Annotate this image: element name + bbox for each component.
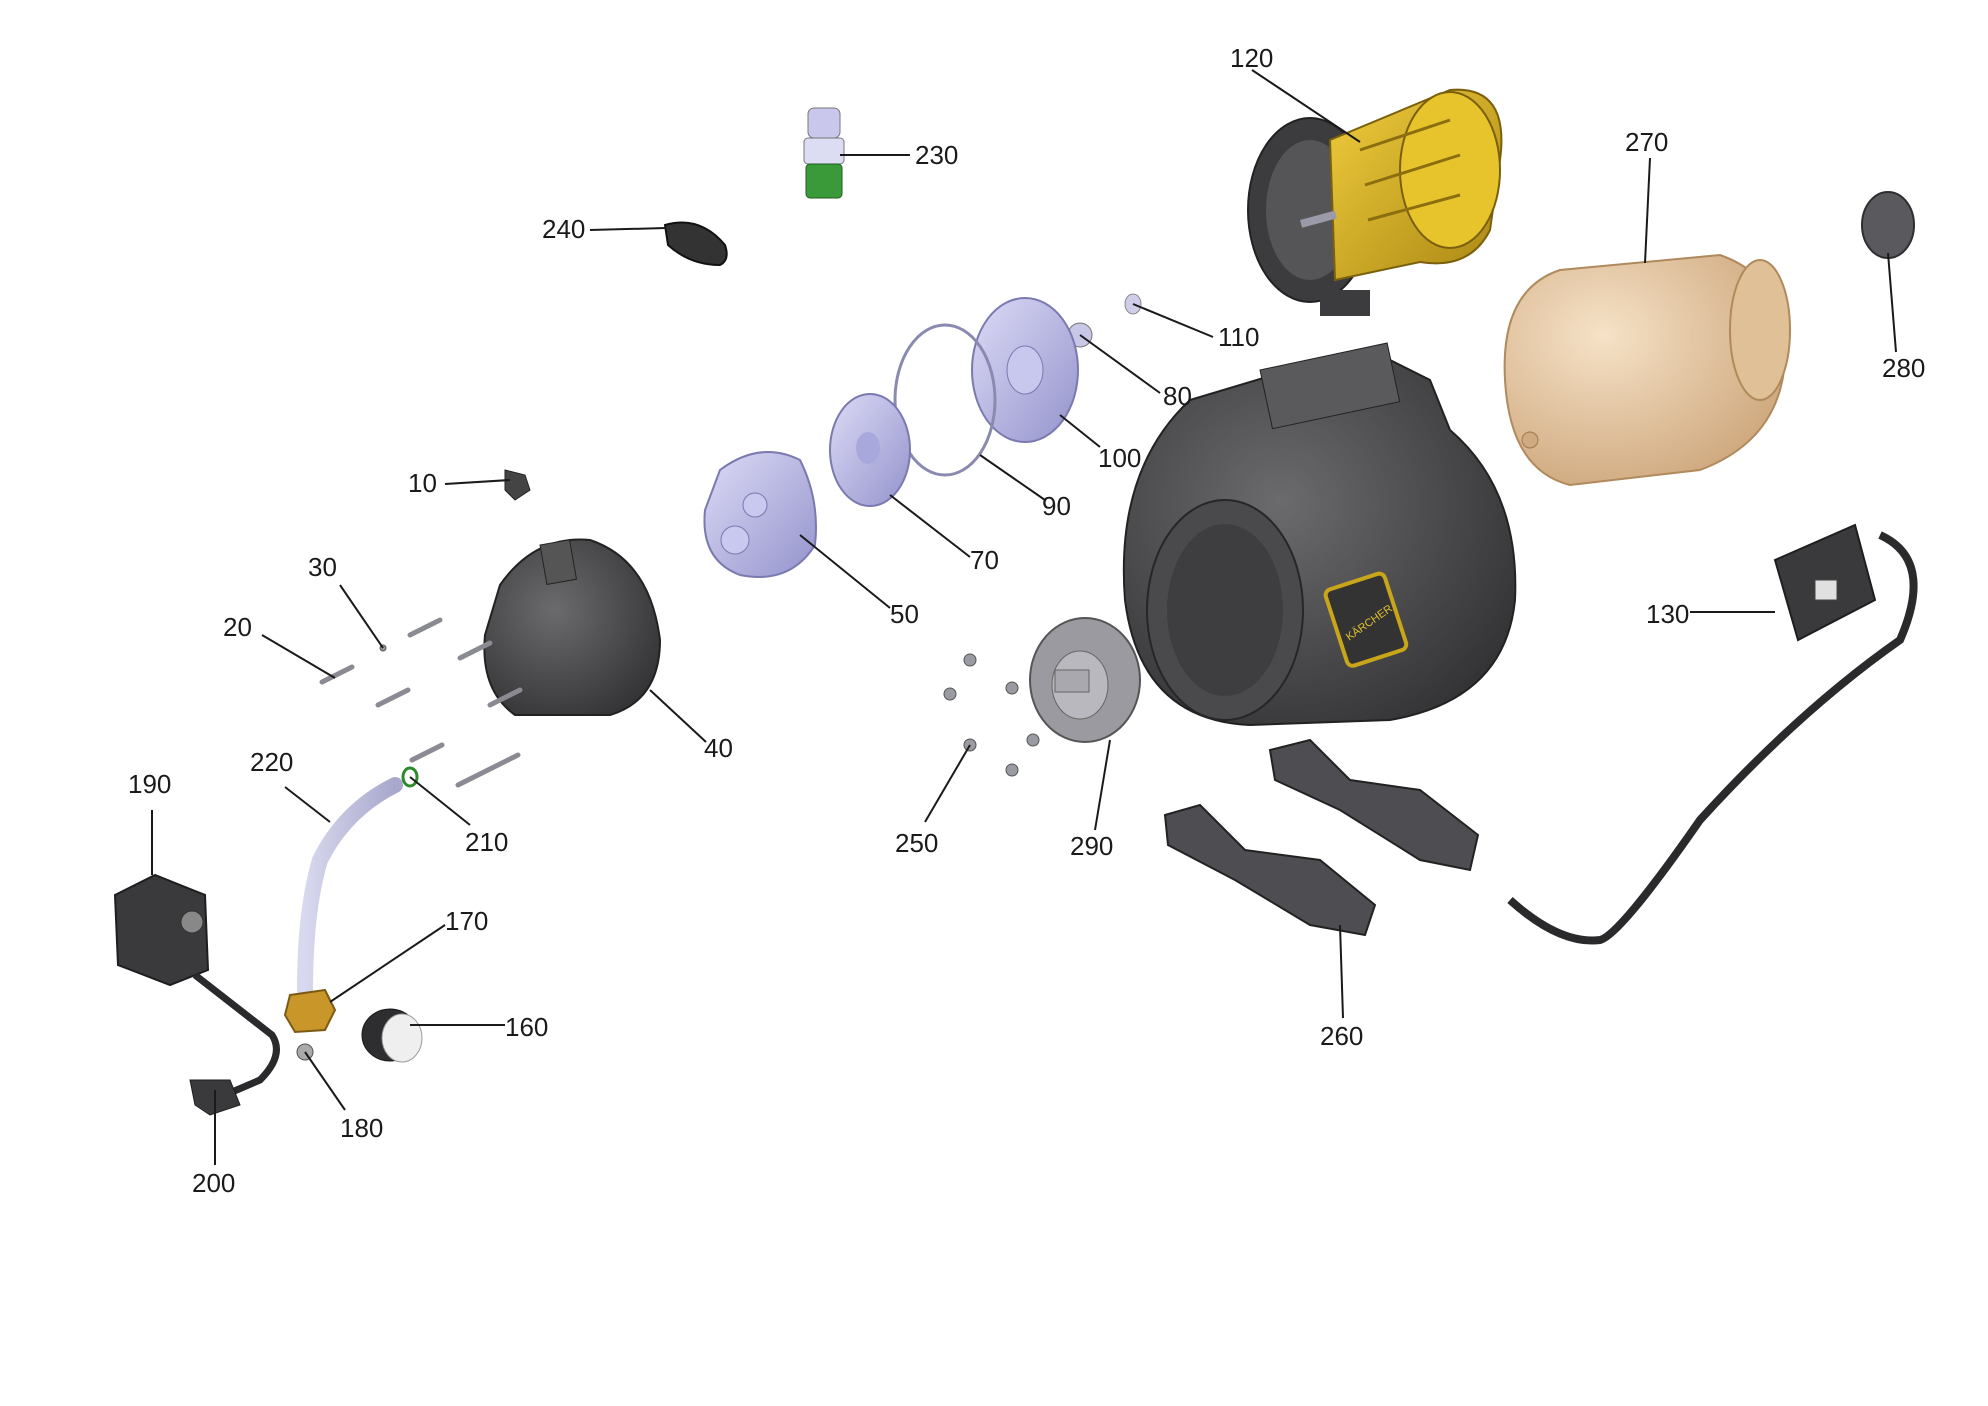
part-70-impeller xyxy=(829,393,911,507)
part-230-check-valve xyxy=(803,107,845,199)
part-280-cap xyxy=(1861,191,1915,259)
callout-40: 40 xyxy=(704,733,733,763)
part-270-tank xyxy=(1503,253,1791,487)
callout-210: 210 xyxy=(465,827,508,857)
part-120-motor xyxy=(1247,88,1503,316)
callout-130: 130 xyxy=(1646,599,1689,629)
callout-90: 90 xyxy=(1042,491,1071,521)
part-10-plug xyxy=(504,469,531,501)
part-130-control-box xyxy=(1507,523,1918,945)
callout-30: 30 xyxy=(308,552,337,582)
callout-270: 270 xyxy=(1625,127,1668,157)
callout-280: 280 xyxy=(1882,353,1925,383)
callout-120: 120 xyxy=(1230,43,1273,73)
callout-180: 180 xyxy=(340,1113,383,1143)
part-210-o-ring xyxy=(401,766,419,788)
callout-50: 50 xyxy=(890,599,919,629)
part-170-valve-block xyxy=(283,988,337,1034)
callout-70: 70 xyxy=(970,545,999,575)
part-20-bolts xyxy=(319,617,523,788)
callout-240: 240 xyxy=(542,214,585,244)
part-160-gauge xyxy=(361,1008,423,1063)
callout-220: 220 xyxy=(250,747,293,777)
part-220-hose xyxy=(297,777,403,998)
callout-20: 20 xyxy=(223,612,252,642)
callout-80: 80 xyxy=(1163,381,1192,411)
part-290-flange xyxy=(1029,617,1141,743)
part-240-plug xyxy=(663,221,728,267)
callout-110: 110 xyxy=(1218,322,1259,352)
part-40-pump-casing xyxy=(483,538,662,716)
part-50-pump-stage xyxy=(703,451,817,578)
leader-lines xyxy=(151,69,1897,1165)
callout-10: 10 xyxy=(408,468,437,498)
callout-170: 170 xyxy=(445,906,488,936)
callout-290: 290 xyxy=(1070,831,1113,861)
part-100-diffuser xyxy=(971,297,1079,443)
pump-housing: KÄRCHER xyxy=(1122,342,1517,727)
part-250-screws xyxy=(943,653,1040,777)
part-260-feet xyxy=(1163,738,1480,937)
callout-labels: 10 20 30 40 50 70 80 90 100 110 120 130 … xyxy=(128,43,1925,1198)
part-90-o-ring xyxy=(893,323,997,477)
callout-100: 100 xyxy=(1098,443,1141,473)
callout-190: 190 xyxy=(128,769,171,799)
callout-230: 230 xyxy=(915,140,958,170)
callout-250: 250 xyxy=(895,828,938,858)
callout-200: 200 xyxy=(192,1168,235,1198)
callout-260: 260 xyxy=(1320,1021,1363,1051)
part-190-pressure-switch xyxy=(113,873,280,1099)
callout-160: 160 xyxy=(505,1012,548,1042)
